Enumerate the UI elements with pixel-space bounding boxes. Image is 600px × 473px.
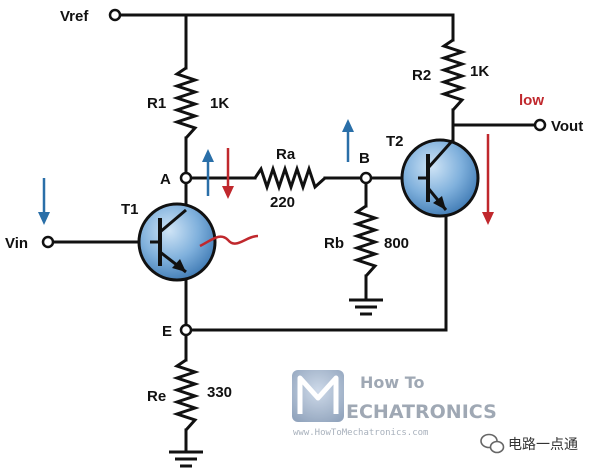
r1-name-label: R1	[147, 95, 166, 112]
re-resistor	[172, 358, 200, 432]
watermark-url: www.HowToMechatronics.com	[293, 428, 428, 438]
re-name-label: Re	[147, 388, 166, 405]
vin-label: Vin	[5, 235, 28, 252]
vout-label: Vout	[551, 118, 583, 135]
vout-arrow-down-icon	[482, 134, 494, 225]
ra-name-label: Ra	[276, 146, 296, 163]
watermark-line1: How To	[360, 373, 425, 392]
r2-value-label: 1K	[470, 63, 489, 80]
node-b-arrow-up-icon	[342, 119, 354, 162]
ground-symbols	[169, 298, 383, 468]
re-value-label: 330	[207, 384, 232, 401]
node-b-dot	[359, 171, 373, 185]
low-label: low	[519, 92, 544, 109]
t1-name-label: T1	[121, 201, 139, 218]
ra-value-label: 220	[270, 194, 295, 211]
t1-transistor	[137, 202, 217, 282]
t2-transistor	[400, 138, 480, 218]
vref-terminal	[108, 8, 122, 22]
vout-terminal	[533, 118, 547, 132]
r1-value-label: 1K	[210, 95, 229, 112]
rb-name-label: Rb	[324, 235, 344, 252]
vref-label: Vref	[60, 8, 89, 25]
node-e-dot	[179, 323, 193, 337]
watermark-m-logo-icon	[292, 370, 344, 422]
wechat-icon	[480, 433, 505, 454]
annotation-arrows	[38, 119, 494, 248]
t1-squiggle-icon	[199, 234, 259, 248]
watermark-line2: ECHATRONICS	[346, 401, 497, 423]
node-a-dot	[179, 171, 193, 185]
vin-arrow-down-icon	[38, 178, 50, 225]
node-e-label: E	[162, 323, 172, 340]
wires	[50, 13, 538, 454]
credit-badge: 电路一点通	[480, 433, 578, 454]
rb-resistor	[352, 204, 380, 278]
ra-resistor	[253, 164, 327, 192]
labels: Vref R1 1K R2 1K low Vout T2 Ra 220 B A …	[5, 8, 583, 405]
resistors	[172, 38, 467, 432]
credit-text: 电路一点通	[508, 437, 578, 453]
terminals	[41, 8, 547, 337]
r2-resistor	[439, 38, 467, 112]
rb-value-label: 800	[384, 235, 409, 252]
node-a-label: A	[160, 171, 171, 188]
watermark: How To ECHATRONICS www.HowToMechatronics…	[292, 370, 497, 438]
vin-terminal	[41, 235, 55, 249]
re-ground-icon	[169, 450, 203, 468]
t2-name-label: T2	[386, 133, 404, 150]
node-a-arrow-up-icon	[202, 149, 214, 196]
r2-name-label: R2	[412, 67, 431, 84]
rb-ground-icon	[349, 298, 383, 316]
node-b-label: B	[359, 150, 370, 167]
node-a-arrow-down-icon	[222, 148, 234, 199]
r1-resistor	[172, 66, 200, 140]
